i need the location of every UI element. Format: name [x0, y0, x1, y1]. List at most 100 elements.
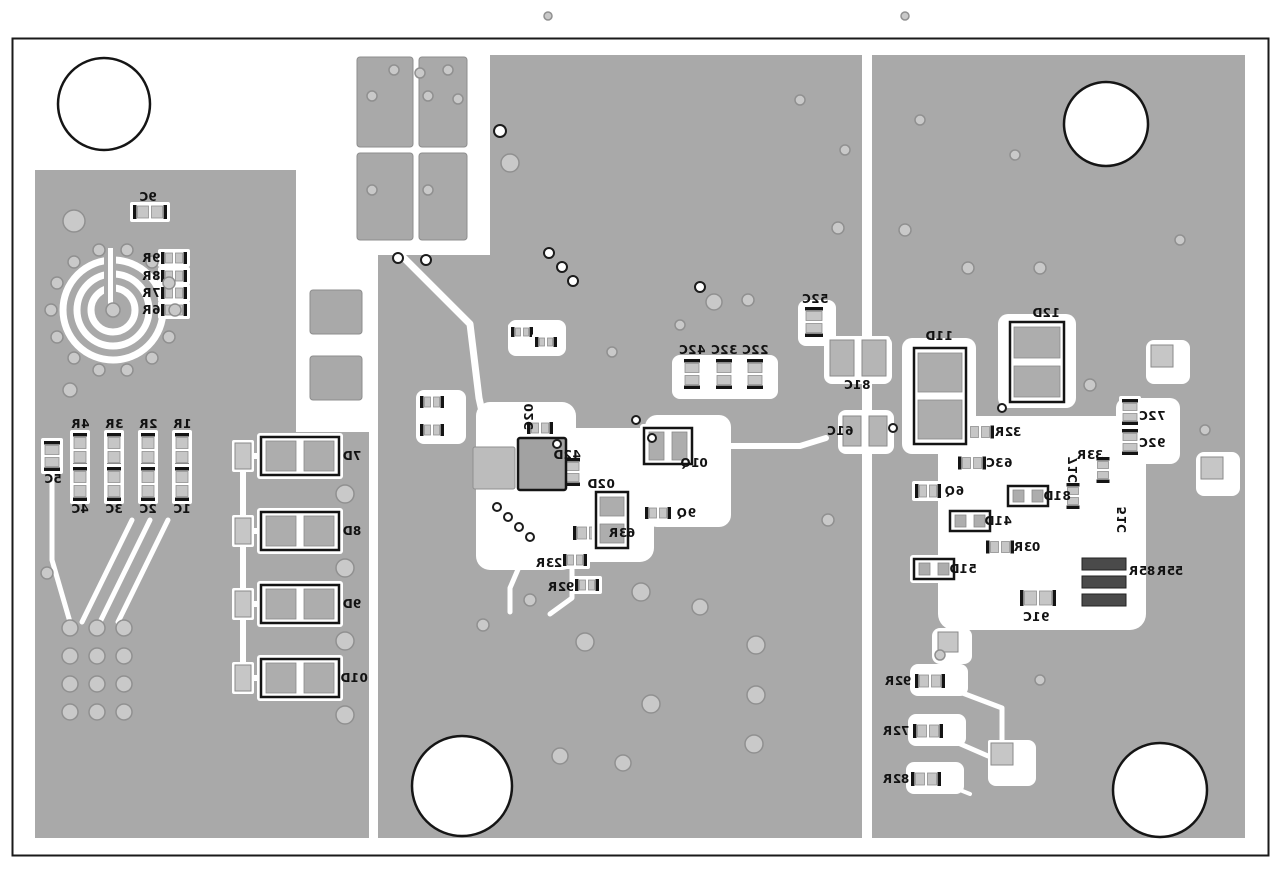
copper-islands [309, 56, 468, 401]
via [61, 675, 79, 693]
via [746, 685, 766, 705]
via [503, 512, 513, 522]
chip-footprint [713, 356, 735, 392]
diode-footprint [257, 433, 343, 479]
via [705, 293, 723, 311]
mounting-hole [410, 734, 514, 838]
filter-bar [1081, 575, 1127, 589]
via [1174, 234, 1186, 246]
via [794, 94, 806, 106]
via [888, 423, 898, 433]
via [420, 254, 432, 266]
chip-footprint [138, 464, 158, 504]
via [50, 330, 64, 344]
chip-footprint [1119, 396, 1141, 428]
copper-island [309, 355, 363, 401]
trace [938, 780, 972, 796]
diode-footprint [910, 344, 970, 448]
copper-island [356, 56, 414, 148]
chip-footprint [1017, 587, 1059, 609]
via [92, 363, 106, 377]
via [914, 114, 926, 126]
via [414, 67, 426, 79]
via [525, 532, 535, 542]
via [62, 382, 78, 398]
via [168, 303, 182, 317]
via [514, 522, 524, 532]
via [934, 649, 946, 661]
via [691, 598, 709, 616]
chip-footprint [417, 421, 447, 439]
chip-footprint [1093, 454, 1113, 486]
via [647, 433, 657, 443]
via [614, 754, 632, 772]
chip-footprint [1119, 426, 1141, 458]
via [88, 619, 106, 637]
copper-island [418, 152, 468, 241]
diode-footprint [257, 508, 343, 554]
via [961, 261, 975, 275]
via [898, 223, 912, 237]
via [674, 319, 686, 331]
diode-footprint [1006, 318, 1068, 406]
via [839, 144, 851, 156]
mounting-holes [56, 56, 1209, 839]
pad [232, 440, 254, 472]
via [556, 261, 568, 273]
chip-footprint [524, 419, 556, 437]
ic-pad [516, 436, 568, 492]
via [741, 293, 755, 307]
diode-footprint [1004, 482, 1052, 510]
via [88, 647, 106, 665]
mounting-hole [56, 56, 152, 152]
chip-footprint [908, 769, 944, 789]
via [552, 439, 562, 449]
via [551, 747, 569, 765]
via [335, 705, 355, 725]
via [523, 593, 537, 607]
via [831, 221, 845, 235]
via [115, 703, 133, 721]
trace [939, 733, 991, 759]
via [105, 302, 121, 318]
diode-footprint [910, 555, 958, 583]
diode-footprint [640, 424, 696, 468]
via [366, 90, 378, 102]
via [120, 243, 134, 257]
via [694, 281, 706, 293]
via [335, 484, 355, 504]
via [476, 618, 490, 632]
via [366, 184, 378, 196]
via [1083, 378, 1097, 392]
chip-footprint [417, 393, 447, 411]
via [452, 93, 464, 105]
via [606, 346, 618, 358]
trace [49, 469, 73, 625]
filter-bar [1081, 593, 1127, 607]
chip-footprint [681, 356, 703, 392]
via [422, 90, 434, 102]
via [44, 303, 58, 317]
via-field [40, 11, 1211, 772]
mounting-hole [1062, 80, 1150, 168]
chip-footprint [744, 356, 766, 392]
via [422, 184, 434, 196]
via [120, 363, 134, 377]
via [145, 351, 159, 365]
copper-island [356, 152, 414, 241]
via [493, 124, 507, 138]
copper-island [309, 289, 363, 335]
capacitor-pads [826, 336, 890, 380]
via [631, 415, 641, 425]
chip-footprint [955, 453, 989, 473]
filter-bar [1081, 557, 1127, 571]
chip-footprint [1063, 480, 1083, 512]
via [641, 694, 661, 714]
via [575, 632, 595, 652]
chip-footprint [172, 464, 192, 504]
via [61, 647, 79, 665]
mounting-hole [1111, 741, 1209, 839]
via [1009, 149, 1021, 161]
